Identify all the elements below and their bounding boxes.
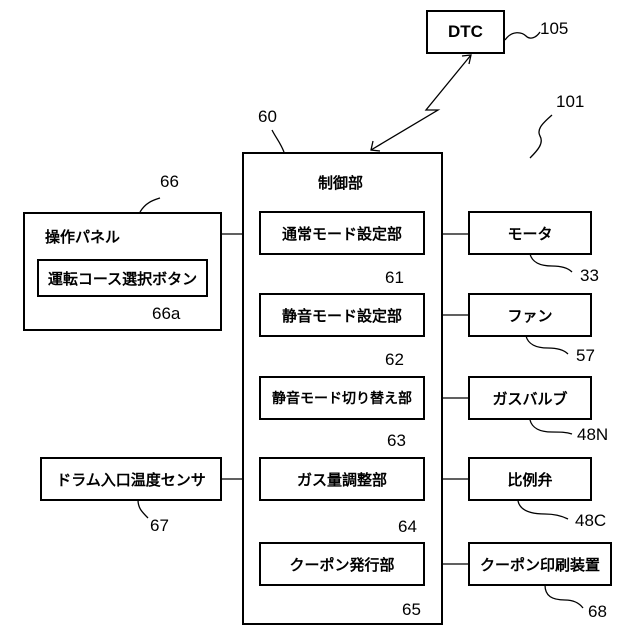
ref-68: 68: [588, 602, 607, 622]
coupon-printer-label: クーポン印刷装置: [480, 554, 600, 575]
proportional-valve-label: 比例弁: [507, 469, 552, 490]
leader-68: [545, 585, 583, 608]
ref-33: 33: [580, 266, 599, 286]
quiet-mode-setting-unit: 静音モード設定部: [259, 293, 425, 337]
ref-67: 67: [150, 516, 169, 536]
ref-61: 61: [385, 268, 404, 288]
ref-48N: 48N: [577, 425, 608, 445]
fan-box: ファン: [468, 293, 592, 337]
ref-57: 57: [576, 346, 595, 366]
ref-105: 105: [540, 19, 568, 39]
ref-66a: 66a: [152, 304, 180, 324]
normal-mode-setting-label: 通常モード設定部: [282, 223, 402, 244]
leader-60: [272, 130, 284, 152]
leader-48C: [518, 501, 568, 519]
normal-mode-setting-unit: 通常モード設定部: [259, 211, 425, 255]
leader-66: [140, 198, 160, 212]
gas-valve-box: ガスバルブ: [468, 376, 592, 420]
leader-67: [138, 500, 148, 518]
drum-inlet-temp-sensor-label: ドラム入口温度センサ: [56, 469, 206, 490]
coupon-issue-unit: クーポン発行部: [259, 542, 425, 586]
ref-101: 101: [556, 92, 584, 112]
leader-101: [530, 115, 552, 158]
drum-inlet-temp-sensor-box: ドラム入口温度センサ: [40, 457, 222, 501]
leader-57: [526, 336, 568, 354]
wireless-link: [371, 55, 471, 150]
ref-64: 64: [398, 517, 417, 537]
gas-amount-adjust-label: ガス量調整部: [297, 469, 387, 490]
ref-60: 60: [258, 107, 277, 127]
course-select-button-box: 運転コース選択ボタン: [37, 259, 208, 297]
operation-panel-label: 操作パネル: [45, 226, 120, 247]
motor-box: モータ: [468, 211, 592, 255]
quiet-mode-switch-label: 静音モード切り替え部: [272, 388, 412, 408]
gas-amount-adjust-unit: ガス量調整部: [259, 457, 425, 501]
ref-63: 63: [387, 431, 406, 451]
controller-title: 制御部: [318, 172, 363, 193]
ref-48C: 48C: [575, 511, 606, 531]
coupon-issue-label: クーポン発行部: [289, 554, 394, 575]
fan-label: ファン: [507, 305, 552, 326]
coupon-printer-box: クーポン印刷装置: [468, 542, 612, 586]
ref-65: 65: [402, 600, 421, 620]
motor-label: モータ: [507, 223, 552, 244]
proportional-valve-box: 比例弁: [468, 457, 592, 501]
gas-valve-label: ガスバルブ: [492, 388, 567, 409]
dtc-label: DTC: [448, 22, 483, 42]
quiet-mode-switch-unit: 静音モード切り替え部: [259, 376, 425, 420]
leader-33: [530, 254, 572, 272]
ref-66: 66: [160, 172, 179, 192]
course-select-button-label: 運転コース選択ボタン: [48, 268, 197, 289]
leader-105: [505, 32, 540, 40]
operation-panel-box: 操作パネル 運転コース選択ボタン: [23, 212, 222, 331]
leader-48N: [530, 420, 572, 434]
dtc-box: DTC: [426, 10, 505, 54]
quiet-mode-setting-label: 静音モード設定部: [282, 305, 402, 326]
ref-62: 62: [385, 350, 404, 370]
